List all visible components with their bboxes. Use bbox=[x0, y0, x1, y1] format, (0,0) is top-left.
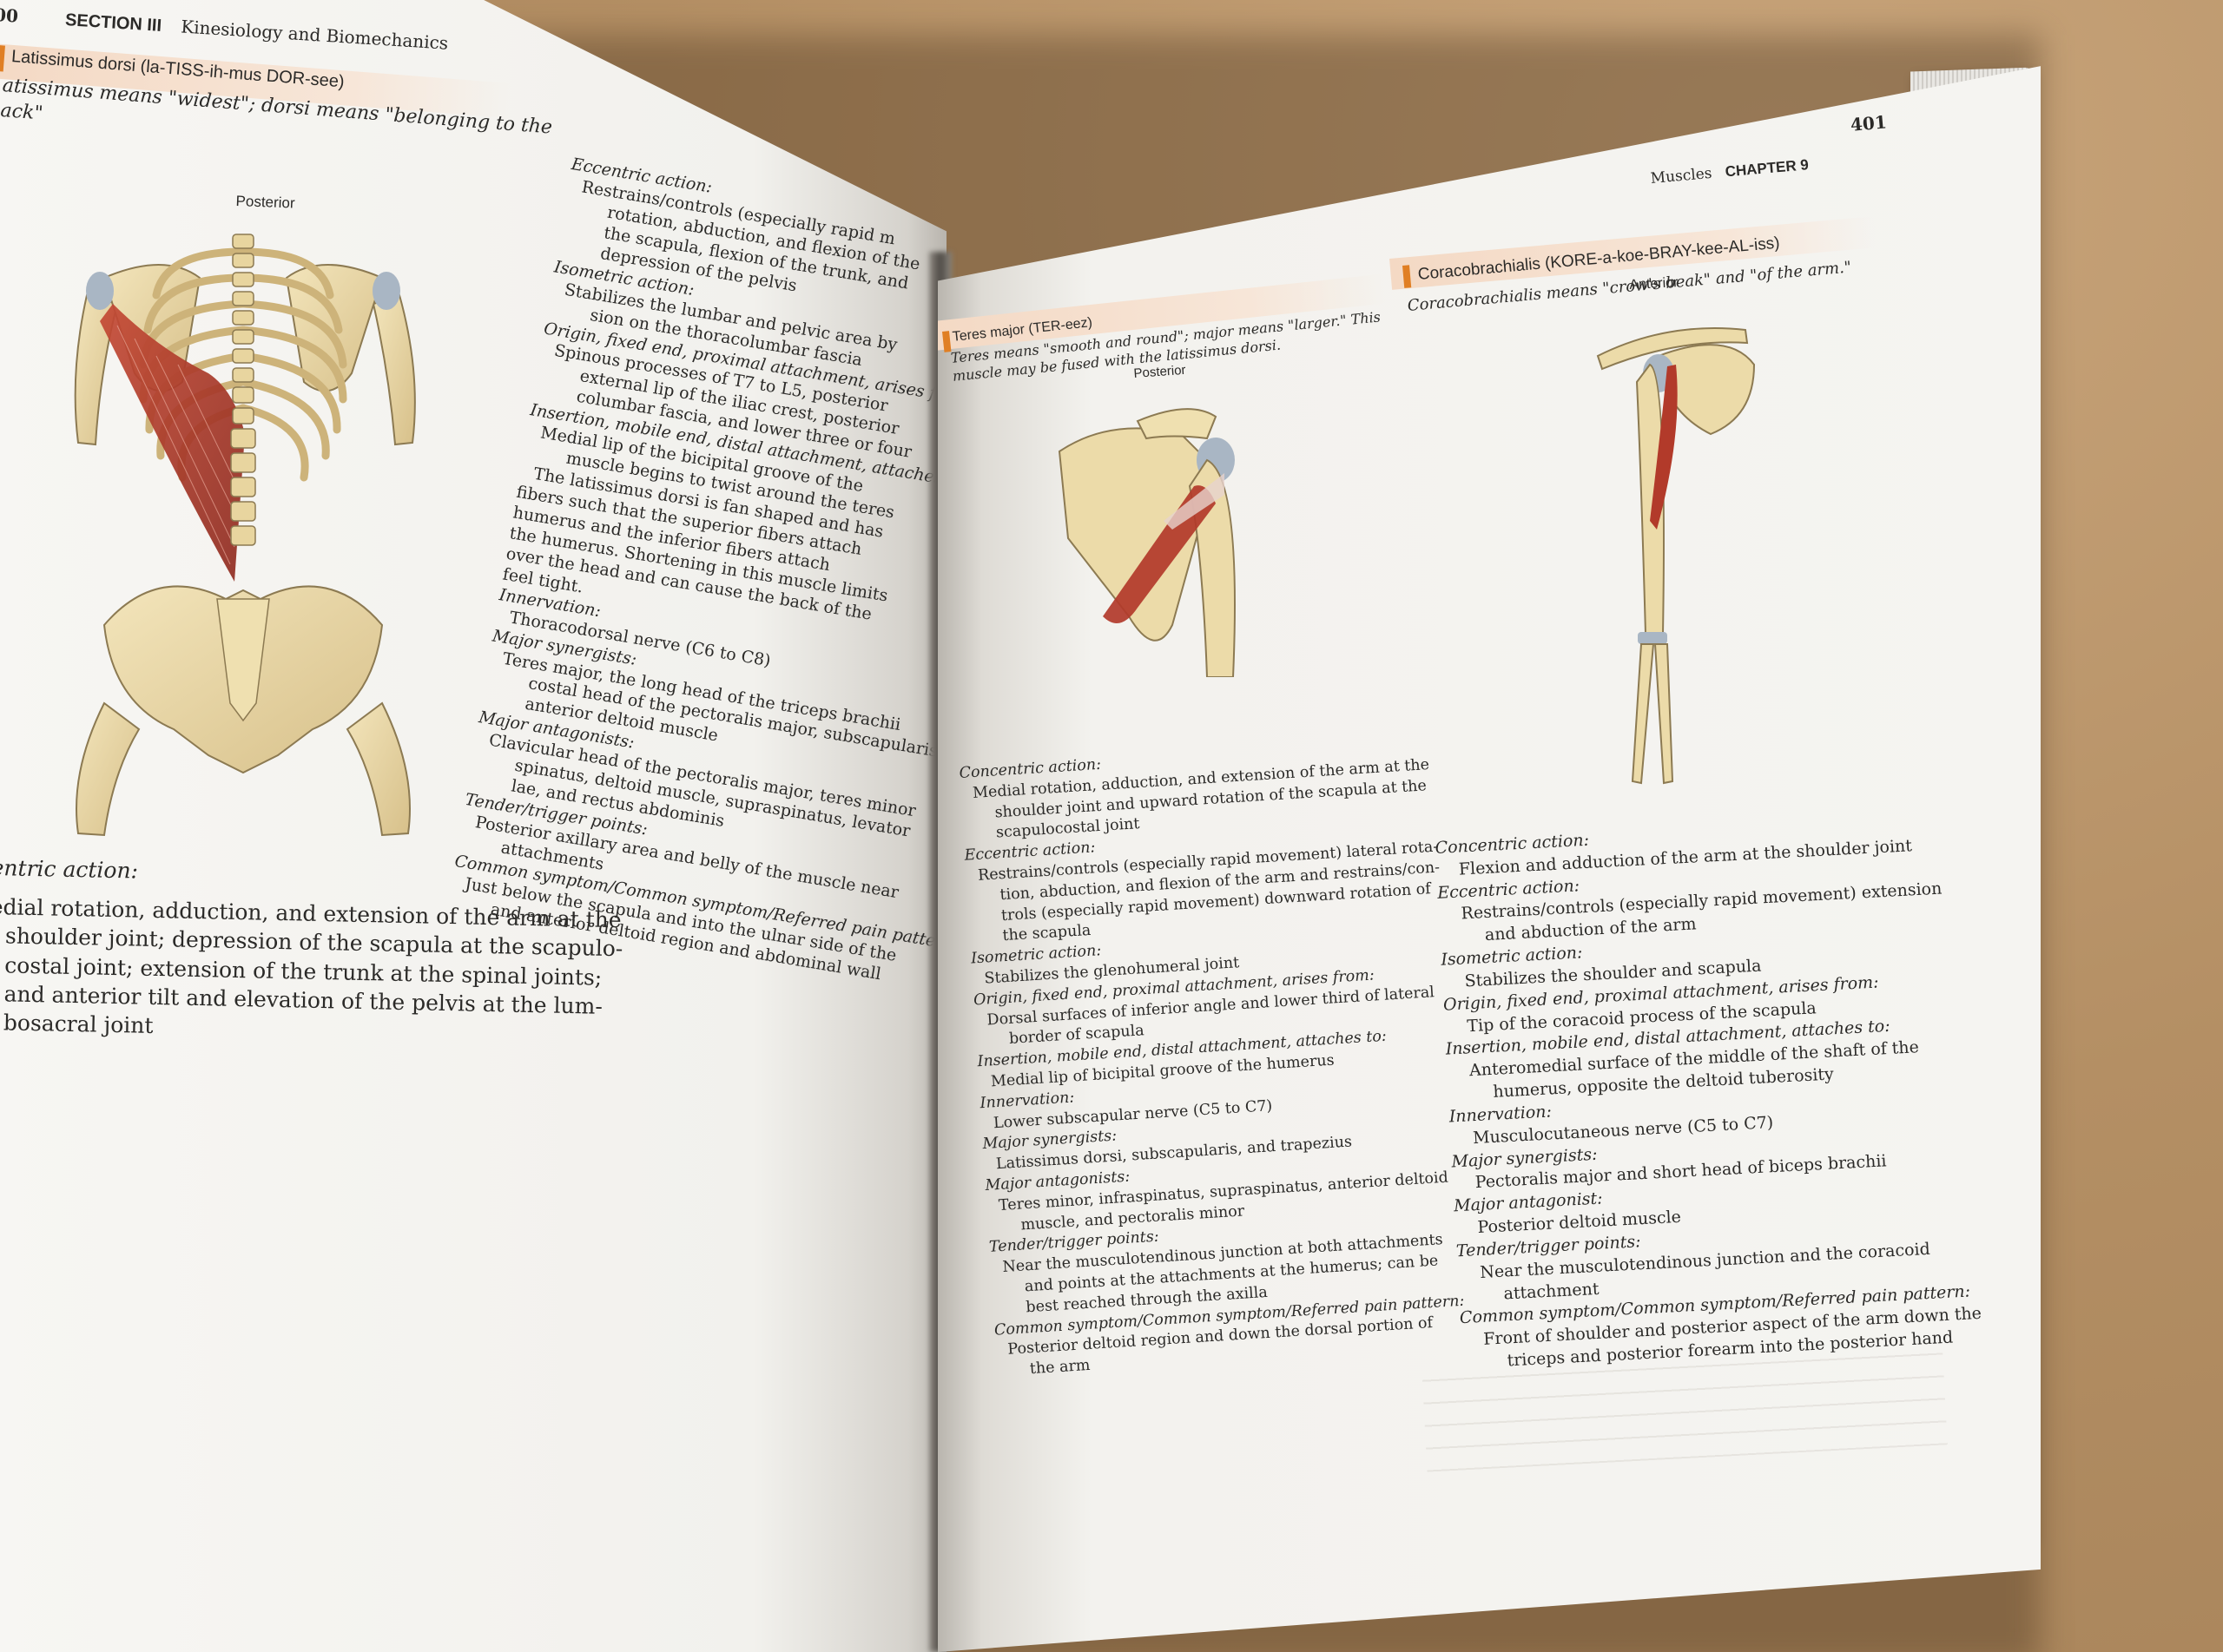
latissimus-illustration bbox=[74, 234, 416, 837]
latissimus-figure-label: Posterior bbox=[235, 193, 295, 212]
right-page-number: 401 bbox=[1850, 111, 1888, 135]
left-femur bbox=[76, 701, 141, 837]
teres-major-illustration bbox=[1058, 408, 1236, 677]
spine bbox=[230, 234, 256, 546]
right-page: 401 Muscles CHAPTER 9 Coracobrachialis (… bbox=[938, 66, 2041, 1652]
teres-figure-label: Posterior bbox=[1133, 362, 1187, 381]
scapula-anterior bbox=[1657, 344, 1756, 436]
right-shoulder-cartilage bbox=[373, 272, 400, 310]
teres-major-muscle bbox=[1103, 485, 1216, 623]
coraco-figure-label: Anterior bbox=[1629, 275, 1679, 293]
latissimus-tendon bbox=[1164, 473, 1224, 530]
coraco-details: Concentric action: Flexion and adduction… bbox=[1435, 811, 1983, 1375]
left-page-number: 400 bbox=[0, 3, 19, 27]
clavicle bbox=[1596, 327, 1749, 371]
running-head-chapter: CHAPTER 9 bbox=[1724, 156, 1810, 181]
running-head-section: Muscles bbox=[1650, 164, 1713, 188]
running-head: Muscles CHAPTER 9 bbox=[1650, 156, 1810, 188]
sacrum bbox=[216, 598, 270, 722]
elbow-cartilage bbox=[1638, 632, 1667, 644]
section-title: Kinesiology and Biomechanics bbox=[180, 16, 449, 54]
radius bbox=[1631, 643, 1655, 785]
ulna bbox=[1653, 643, 1674, 785]
latissimus-details-column: Eccentric action: Restrains/controls (es… bbox=[446, 155, 947, 997]
section-label: SECTION III bbox=[64, 10, 162, 36]
muscle-fibers bbox=[116, 325, 242, 565]
left-page-header: 400 SECTION III Kinesiology and Biomecha… bbox=[0, 3, 449, 55]
left-shoulder-cartilage bbox=[86, 272, 114, 310]
right-humerus bbox=[372, 293, 416, 446]
coracobrachialis-muscle bbox=[1650, 365, 1678, 530]
teres-details: Concentric action: Medial rotation, addu… bbox=[959, 734, 1470, 1383]
coracobrachialis-illustration bbox=[1596, 327, 1756, 785]
left-page: 400 SECTION III Kinesiology and Biomecha… bbox=[0, 0, 947, 1652]
acromion bbox=[1136, 408, 1217, 440]
right-femur bbox=[346, 701, 411, 837]
